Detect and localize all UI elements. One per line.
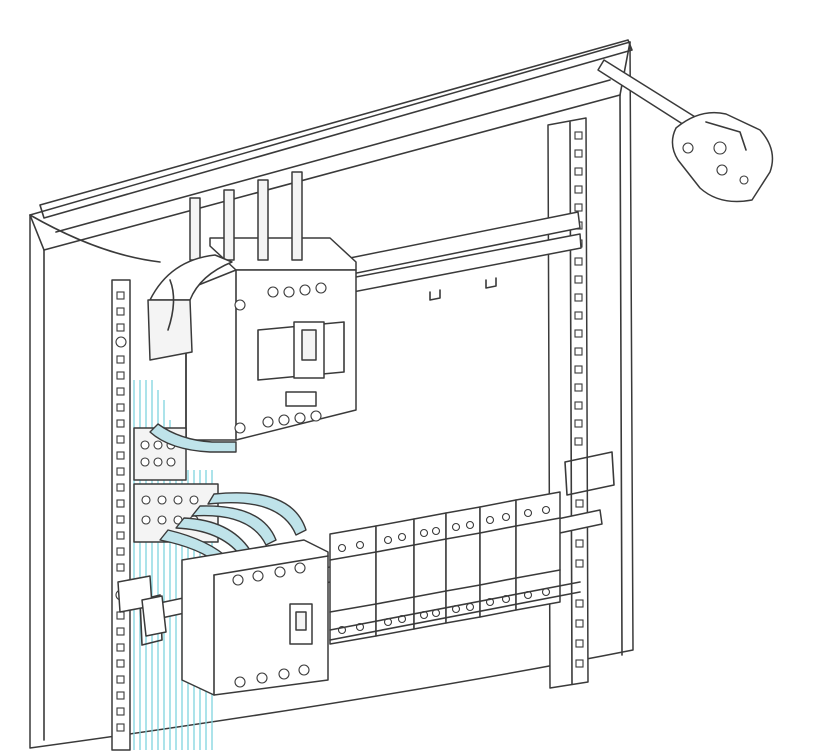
door-lock-mechanism bbox=[597, 59, 774, 203]
main-circuit-breaker bbox=[147, 171, 357, 441]
residual-current-device bbox=[181, 539, 329, 696]
upright-left bbox=[111, 279, 131, 751]
modular-breaker bbox=[445, 506, 481, 624]
modular-breaker bbox=[515, 491, 561, 611]
modular-breaker bbox=[329, 525, 377, 645]
side-clip bbox=[117, 575, 167, 637]
modular-breaker bbox=[479, 499, 517, 618]
modular-breaker bbox=[375, 518, 415, 637]
modular-breaker-row bbox=[329, 491, 581, 645]
modular-breaker bbox=[413, 512, 447, 630]
